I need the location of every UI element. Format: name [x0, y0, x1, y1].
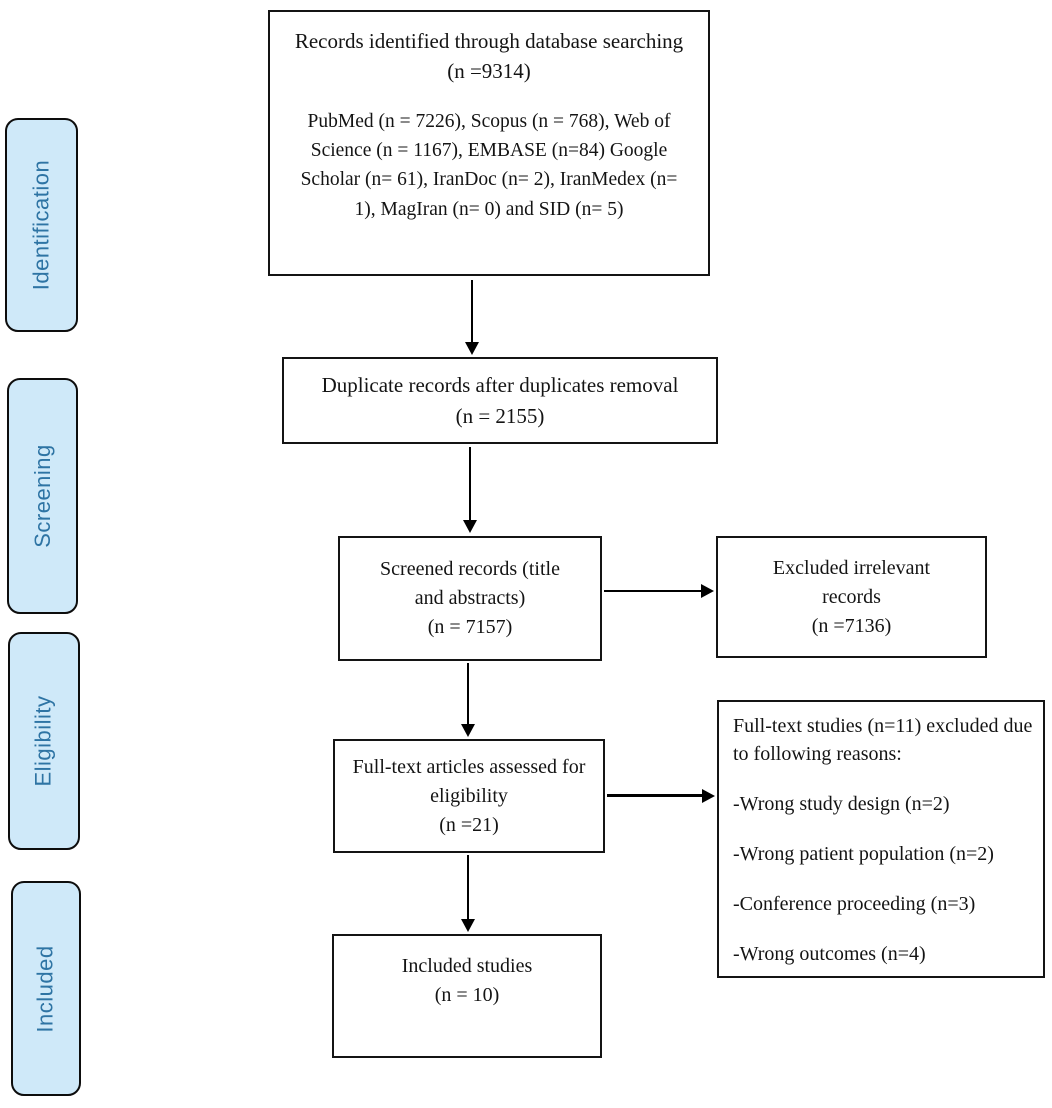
duplicates-removed-count: (n = 2155)	[455, 403, 545, 428]
arrow-identified-to-duplicates	[465, 280, 479, 355]
excluded-records-count: (n =7136)	[811, 614, 892, 637]
records-identified-sources: PubMed (n = 7226), Scopus (n = 768), Web…	[300, 110, 678, 220]
arrow-screened-to-excluded	[604, 584, 714, 598]
duplicates-removed-title: Duplicate records after duplicates remov…	[321, 373, 679, 398]
fulltext-assessed-box: Full-text articles assessed for eligibil…	[333, 739, 605, 853]
arrow-fulltext-to-reasons	[607, 788, 715, 803]
exclusion-reason-item: -Wrong outcomes (n=4)	[733, 943, 926, 965]
stage-screening-label: Screening	[29, 444, 55, 548]
screened-records-box: Screened records (title and abstracts) (…	[338, 536, 602, 661]
exclusion-reasons-box: Full-text studies (n=11) excluded due to…	[717, 700, 1045, 978]
records-identified-box: Records identified through database sear…	[268, 10, 710, 276]
exclusion-reason-item: -Wrong patient population (n=2)	[733, 843, 994, 865]
arrow-fulltext-to-included	[461, 855, 475, 932]
excluded-records-title: Excluded irrelevant records	[772, 556, 931, 608]
arrow-screened-to-fulltext	[461, 663, 475, 737]
included-studies-title: Included studies	[401, 955, 533, 977]
fulltext-assessed-title: Full-text articles assessed for eligibil…	[352, 755, 586, 807]
stage-included: Included	[11, 881, 81, 1096]
exclusion-reason-item: -Wrong study design (n=2)	[733, 793, 950, 815]
included-studies-count: (n = 10)	[434, 984, 500, 1006]
stage-eligibility: Eligibility	[8, 632, 80, 850]
duplicates-removed-box: Duplicate records after duplicates remov…	[282, 357, 718, 444]
exclusion-reason-item: -Conference proceeding (n=3)	[733, 893, 976, 915]
stage-eligibility-label: Eligibility	[31, 695, 56, 787]
screened-records-count: (n = 7157)	[427, 616, 513, 638]
exclusion-reasons-heading: Full-text studies (n=11) excluded due to…	[733, 715, 1033, 765]
screened-records-title: Screened records (title and abstracts)	[380, 558, 560, 609]
excluded-records-box: Excluded irrelevant records (n =7136)	[716, 536, 987, 658]
fulltext-assessed-count: (n =21)	[439, 813, 499, 836]
records-identified-count: (n =9314)	[447, 59, 531, 84]
stage-screening: Screening	[7, 378, 78, 614]
stage-identification: Identification	[5, 118, 78, 332]
stage-included-label: Included	[33, 944, 58, 1033]
arrow-duplicates-to-screened	[463, 447, 477, 533]
records-identified-title: Records identified through database sear…	[294, 29, 684, 53]
included-studies-box: Included studies (n = 10)	[332, 934, 602, 1058]
stage-identification-label: Identification	[28, 159, 54, 291]
